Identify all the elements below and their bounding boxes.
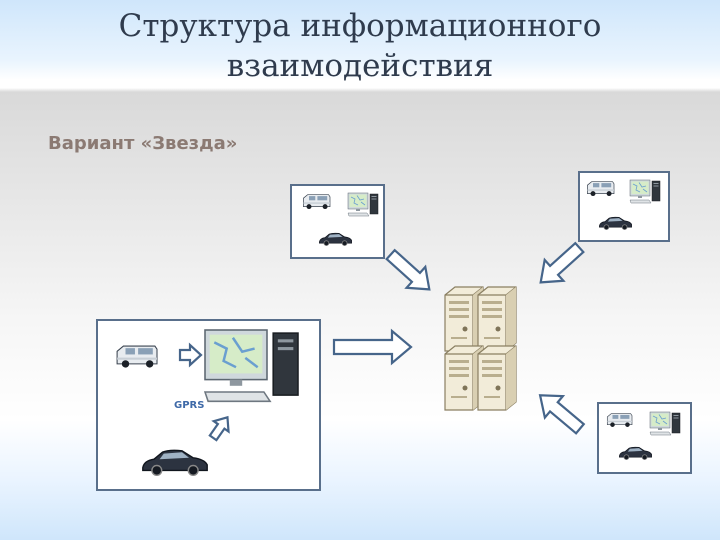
arrow-bottom-right-to-server — [538, 394, 586, 435]
gprs-label: GPRS — [174, 400, 204, 411]
arrow-left-box-to-server — [332, 328, 413, 366]
slide-title-line2: взаимодействия — [226, 48, 494, 84]
van-icon — [587, 181, 615, 197]
client-box-main-left: GPRS — [96, 319, 321, 491]
van-icon — [606, 413, 633, 428]
slide-subtitle: Вариант «Звезда» — [48, 133, 238, 154]
arrow-top-center-to-server — [385, 248, 431, 291]
van-icon — [303, 194, 331, 210]
slide-title-line1: Структура информационного — [118, 8, 602, 44]
van-icon — [116, 345, 158, 369]
arrow-car-to-gprs — [208, 415, 230, 442]
client-box-bottom-right — [597, 402, 692, 474]
central-server-cluster — [444, 286, 517, 411]
server-icon — [444, 286, 484, 352]
server-icon — [444, 345, 484, 411]
slide-title: Структура информационного взаимодействия — [0, 6, 720, 86]
server-icon — [477, 286, 517, 352]
server-icon — [477, 345, 517, 411]
client-box-top-right — [578, 171, 670, 242]
client-box-top-center — [290, 184, 385, 259]
arrow-top-right-to-server — [539, 241, 585, 284]
arrow-van-to-computer — [178, 342, 203, 368]
